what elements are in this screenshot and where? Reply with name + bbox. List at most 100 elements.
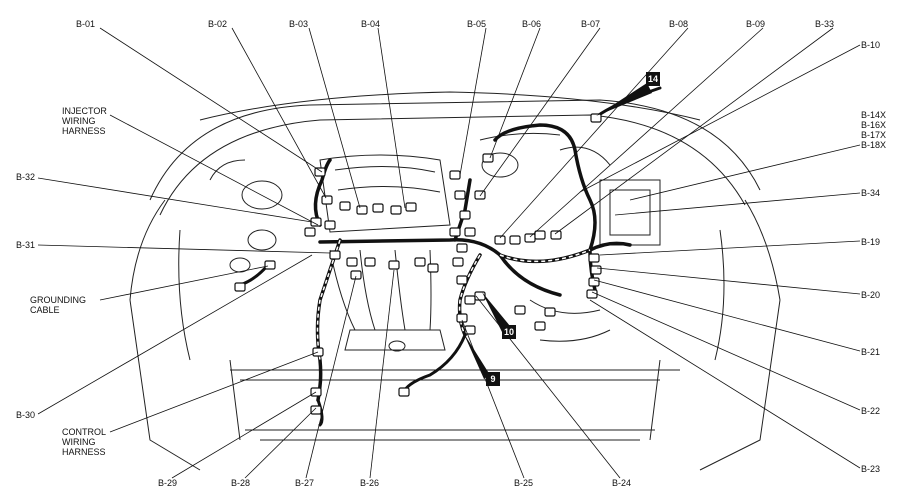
connector-1 bbox=[314, 167, 326, 177]
connector-18 bbox=[449, 170, 461, 180]
callout-b-10: B-10 bbox=[861, 40, 881, 50]
callout-b-31: B-31 bbox=[16, 240, 36, 250]
leader-line-29 bbox=[99, 265, 269, 301]
callout-b-22: B-22 bbox=[861, 406, 881, 416]
leader-line-28 bbox=[109, 114, 319, 226]
connector-35 bbox=[452, 257, 464, 267]
connector-50 bbox=[590, 113, 602, 123]
connector-4 bbox=[304, 227, 316, 237]
callout-b-14x: B-14X bbox=[861, 110, 887, 120]
connector-21 bbox=[464, 227, 476, 237]
connector-43 bbox=[534, 321, 546, 331]
leader-line-16 bbox=[593, 279, 861, 352]
connector-27 bbox=[509, 235, 521, 245]
connector-49 bbox=[234, 282, 246, 292]
leader-line-11 bbox=[579, 44, 861, 193]
leader-line-14 bbox=[599, 240, 861, 256]
leader-line-26 bbox=[37, 244, 331, 254]
connector-2 bbox=[321, 195, 333, 205]
callout-b-16x: B-16X bbox=[861, 120, 887, 130]
connector-41 bbox=[514, 305, 526, 315]
callout-b-32: B-32 bbox=[16, 172, 36, 182]
callout-b-09: B-09 bbox=[746, 19, 766, 29]
leader-line-10 bbox=[554, 27, 834, 235]
connector-14 bbox=[388, 260, 400, 270]
connector-20 bbox=[459, 210, 471, 220]
connector-7 bbox=[356, 205, 368, 215]
callout-b-26: B-26 bbox=[360, 478, 380, 488]
leader-line-24 bbox=[171, 391, 317, 479]
connector-9 bbox=[390, 205, 402, 215]
connector-17 bbox=[350, 270, 362, 280]
connector-30 bbox=[550, 230, 562, 240]
callout-control-wiring-harness: CONTROL WIRING HARNESS bbox=[62, 427, 107, 457]
connector-24 bbox=[474, 190, 486, 200]
leader-line-6 bbox=[489, 27, 541, 159]
leader-line-12 bbox=[629, 144, 861, 201]
leader-line-1 bbox=[99, 27, 323, 173]
leader-line-25 bbox=[37, 254, 313, 415]
callout-grounding-cable: GROUNDING CABLE bbox=[30, 295, 86, 315]
connector-5 bbox=[324, 220, 336, 230]
connector-6 bbox=[339, 201, 351, 211]
leader-line-18 bbox=[589, 299, 861, 469]
callout-b-07: B-07 bbox=[581, 19, 601, 29]
connector-33 bbox=[588, 277, 600, 287]
badge-10: 10 bbox=[502, 325, 516, 339]
connector-8 bbox=[372, 203, 384, 213]
callout-b-19: B-19 bbox=[861, 237, 881, 247]
callout-b-34: B-34 bbox=[861, 188, 881, 198]
callout-b-25: B-25 bbox=[514, 478, 534, 488]
callout-b-17x: B-17X bbox=[861, 130, 887, 140]
connector-46 bbox=[310, 405, 322, 415]
connector-10 bbox=[405, 202, 417, 212]
leader-line-17 bbox=[591, 291, 861, 411]
callout-b-33: B-33 bbox=[815, 19, 835, 29]
connector-39 bbox=[456, 313, 468, 323]
badge-14: 14 bbox=[646, 72, 660, 86]
leader-line-23 bbox=[244, 407, 317, 479]
callout-b-24: B-24 bbox=[612, 478, 632, 488]
leader-line-27 bbox=[37, 177, 313, 223]
leader-line-2 bbox=[231, 27, 327, 199]
connector-47 bbox=[398, 387, 410, 397]
callout-b-06: B-06 bbox=[522, 19, 542, 29]
connector-42 bbox=[544, 307, 556, 317]
connector-36 bbox=[456, 275, 468, 285]
callout-b-28: B-28 bbox=[231, 478, 251, 488]
leader-line-9 bbox=[529, 27, 764, 238]
connector-23 bbox=[456, 243, 468, 253]
connector-11 bbox=[329, 250, 341, 260]
leader-line-3 bbox=[308, 27, 361, 209]
connector-34 bbox=[586, 289, 598, 299]
leader-line-15 bbox=[596, 267, 861, 295]
connector-28 bbox=[524, 233, 536, 243]
callout-b-30: B-30 bbox=[16, 410, 36, 420]
callout-b-20: B-20 bbox=[861, 290, 881, 300]
leader-line-8 bbox=[499, 27, 689, 239]
callout-b-01: B-01 bbox=[76, 19, 96, 29]
callout-b-03: B-03 bbox=[289, 19, 309, 29]
connector-22 bbox=[449, 227, 461, 237]
connector-31 bbox=[588, 253, 600, 263]
leader-line-4 bbox=[377, 27, 406, 209]
leader-line-30 bbox=[109, 351, 319, 433]
callout-injector-wiring-harness: INJECTOR WIRING HARNESS bbox=[62, 106, 107, 136]
connector-32 bbox=[590, 265, 602, 275]
connector-19 bbox=[454, 190, 466, 200]
callout-b-18x: B-18X bbox=[861, 140, 887, 150]
leader-line-21 bbox=[369, 269, 395, 479]
callout-b-29: B-29 bbox=[158, 478, 178, 488]
leader-line-5 bbox=[459, 27, 487, 176]
callout-b-27: B-27 bbox=[295, 478, 315, 488]
callout-b-02: B-02 bbox=[208, 19, 228, 29]
leader-line-22 bbox=[305, 275, 357, 479]
callout-b-04: B-04 bbox=[361, 19, 381, 29]
connector-37 bbox=[464, 295, 476, 305]
connector-48 bbox=[264, 260, 276, 270]
callout-b-08: B-08 bbox=[669, 19, 689, 29]
leader-line-13 bbox=[614, 192, 861, 216]
connector-40 bbox=[464, 325, 476, 335]
